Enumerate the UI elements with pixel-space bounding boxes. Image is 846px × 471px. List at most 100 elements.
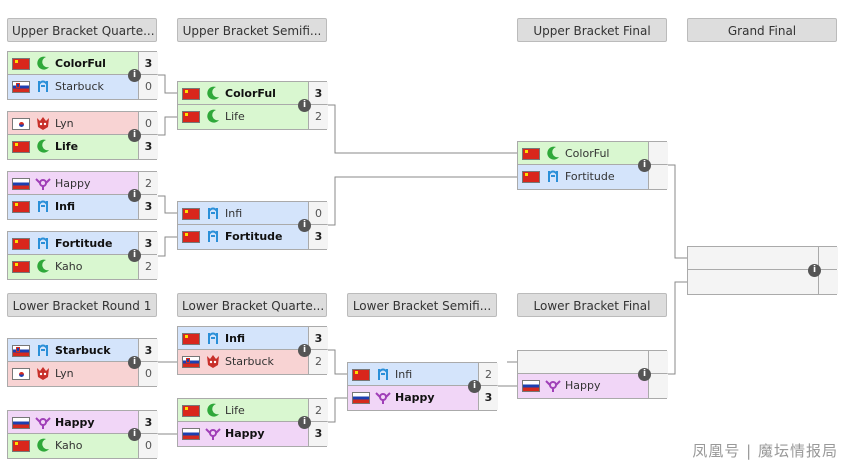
- player-score: 2: [308, 399, 328, 421]
- match-info-icon[interactable]: i: [638, 159, 651, 172]
- match-slot-top[interactable]: Happy 2: [7, 171, 158, 195]
- player-name[interactable]: Fortitude: [225, 230, 283, 243]
- match-info-icon[interactable]: i: [468, 380, 481, 393]
- player-name[interactable]: Fortitude: [565, 170, 615, 183]
- match-slot-top[interactable]: [517, 350, 668, 374]
- match-info-icon[interactable]: i: [298, 219, 311, 232]
- match-info-icon[interactable]: i: [128, 356, 141, 369]
- player-name[interactable]: Life: [225, 404, 245, 417]
- player-name[interactable]: Kaho: [55, 260, 83, 273]
- match-info-icon[interactable]: i: [298, 416, 311, 429]
- match-lower-final[interactable]: Happy i: [517, 350, 668, 400]
- player-score: 0: [138, 362, 158, 386]
- player-name[interactable]: Happy: [55, 416, 95, 429]
- header-upper-bracket-final: Upper Bracket Final: [517, 18, 667, 42]
- match-slot-bottom[interactable]: Lyn 0: [7, 362, 158, 387]
- player-name[interactable]: Happy: [225, 427, 265, 440]
- match-info-icon[interactable]: i: [128, 129, 141, 142]
- header-upper-bracket-quarterfinals: Upper Bracket Quarte...: [7, 18, 157, 42]
- flag-ru-icon: [182, 428, 200, 440]
- flag-cn-icon: [12, 238, 30, 250]
- player-score: 3: [308, 82, 328, 104]
- player-name[interactable]: Infi: [395, 368, 413, 381]
- player-name[interactable]: Life: [225, 110, 245, 123]
- match-info-icon[interactable]: i: [808, 264, 821, 277]
- player-slot: Happy: [8, 411, 138, 433]
- player-name[interactable]: Starbuck: [55, 80, 104, 93]
- flag-ru-icon: [522, 380, 540, 392]
- match-slot-bottom[interactable]: Fortitude: [517, 165, 668, 190]
- match-info-icon[interactable]: i: [128, 189, 141, 202]
- match-info-icon[interactable]: i: [128, 249, 141, 262]
- match-slot-bottom[interactable]: Happy: [517, 374, 668, 399]
- zerg-race-icon: [35, 138, 51, 154]
- protoss-race-icon: [35, 342, 51, 358]
- match-grand-final[interactable]: i: [687, 246, 838, 296]
- match-info-icon[interactable]: i: [298, 344, 311, 357]
- player-name[interactable]: Life: [55, 140, 79, 153]
- player-name[interactable]: Infi: [225, 207, 243, 220]
- match-info-icon[interactable]: i: [638, 368, 651, 381]
- player-name[interactable]: Happy: [55, 177, 91, 190]
- player-name[interactable]: ColorFul: [55, 57, 106, 70]
- player-name[interactable]: Starbuck: [55, 344, 111, 357]
- player-name[interactable]: ColorFul: [565, 147, 610, 160]
- player-slot: Kaho: [8, 255, 138, 279]
- player-name[interactable]: Kaho: [55, 439, 83, 452]
- player-name[interactable]: Infi: [55, 200, 76, 213]
- player-name[interactable]: Lyn: [55, 367, 74, 380]
- player-name[interactable]: Happy: [565, 379, 601, 392]
- match-slot-bottom[interactable]: [687, 270, 838, 295]
- match-slot-top[interactable]: [687, 246, 838, 270]
- match-slot-top[interactable]: ColorFul: [517, 141, 668, 165]
- match-info-icon[interactable]: i: [128, 428, 141, 441]
- header-lower-bracket-quarterfinals: Lower Bracket Quarte...: [177, 293, 327, 317]
- player-name[interactable]: Starbuck: [225, 355, 274, 368]
- zerg-race-icon: [205, 85, 221, 101]
- player-score: 2: [138, 172, 158, 194]
- player-slot: ColorFul: [178, 82, 308, 104]
- player-name[interactable]: Fortitude: [55, 237, 113, 250]
- match-info-icon[interactable]: i: [128, 69, 141, 82]
- match-slot-top[interactable]: Life 2: [177, 398, 328, 422]
- player-name[interactable]: ColorFul: [225, 87, 276, 100]
- player-name[interactable]: Lyn: [55, 117, 74, 130]
- player-name[interactable]: Infi: [225, 332, 246, 345]
- player-name[interactable]: Happy: [395, 391, 435, 404]
- match-info-icon[interactable]: i: [298, 99, 311, 112]
- protoss-race-icon: [205, 330, 221, 346]
- flag-cn-icon: [182, 333, 200, 345]
- match-slot-top[interactable]: ColorFul 3: [177, 81, 328, 105]
